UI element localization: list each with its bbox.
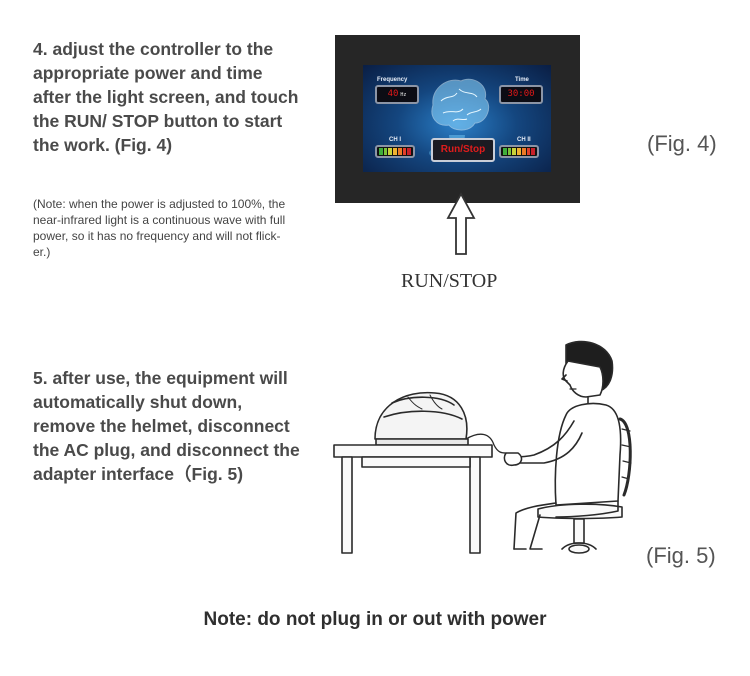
power-level-segment	[531, 148, 536, 155]
step5-line: the AC plug, and disconnect the	[33, 440, 300, 460]
power-level-segment	[388, 148, 393, 155]
power-level-segment	[379, 148, 383, 155]
step5-line: 5. after use, the equipment will	[33, 368, 288, 388]
person-with-helmet-illustration	[333, 340, 632, 554]
step4-instructions: 4. adjust the controller to the appropri…	[33, 37, 333, 157]
step4-line: the RUN/ STOP button to start	[33, 111, 283, 131]
time-value: 30:00	[507, 89, 535, 99]
fig5-label: (Fig. 5)	[646, 543, 716, 568]
time-label: Time	[515, 77, 529, 83]
note-line: er.)	[33, 245, 51, 259]
ch2-power-bar[interactable]	[499, 145, 539, 158]
ch1-power-bar[interactable]	[375, 145, 415, 158]
power-level-segment	[383, 148, 388, 155]
power-level-segment	[521, 148, 526, 155]
power-level-segment	[402, 148, 407, 155]
power-level-segment	[526, 148, 531, 155]
step5-instructions: 5. after use, the equipment will automat…	[33, 366, 333, 486]
step4-line: appropriate power and time	[33, 63, 263, 83]
fig4-label: (Fig. 4)	[647, 131, 717, 156]
power-level-segment	[503, 148, 507, 155]
helmet-icon	[374, 391, 469, 446]
step5-line: automatically shut down,	[33, 392, 243, 412]
ch1-label: CH I	[389, 137, 401, 143]
note-line: (Note: when the power is adjusted to 100…	[33, 197, 286, 211]
power-level-segment	[512, 148, 517, 155]
step4-line: 4. adjust the controller to the	[33, 39, 274, 59]
frequency-label: Frequency	[377, 77, 408, 83]
note-line: near-infrared light is a continuous wave…	[33, 213, 286, 227]
bottom-warning-note: Note: do not plug in or out with power	[203, 609, 547, 630]
power-level-segment	[507, 148, 512, 155]
run-stop-label: RUN/STOP	[401, 270, 498, 292]
time-display[interactable]: 30:00	[499, 85, 543, 104]
step4-line: after the light screen, and touch	[33, 87, 299, 107]
frequency-unit: Hz	[400, 92, 407, 98]
power-level-segment	[407, 148, 412, 155]
power-level-segment	[397, 148, 402, 155]
note-line: power, so it has no frequency and will n…	[33, 229, 281, 243]
chair-icon	[537, 417, 632, 554]
person-icon	[503, 340, 622, 550]
up-arrow-icon	[446, 192, 476, 255]
step5-line: remove the helmet, disconnect	[33, 416, 290, 436]
table-icon	[333, 444, 493, 554]
ch2-label: CH II	[517, 137, 531, 143]
power-level-segment	[517, 148, 521, 155]
step4-note: (Note: when the power is adjusted to 100…	[33, 196, 333, 260]
run-stop-button[interactable]: Run/Stop	[431, 138, 495, 162]
step5-line: adapter interface（Fig. 5)	[33, 464, 244, 484]
power-level-segment	[393, 148, 397, 155]
step4-line: the work. (Fig. 4)	[33, 135, 173, 155]
frequency-value: 40	[387, 89, 399, 99]
